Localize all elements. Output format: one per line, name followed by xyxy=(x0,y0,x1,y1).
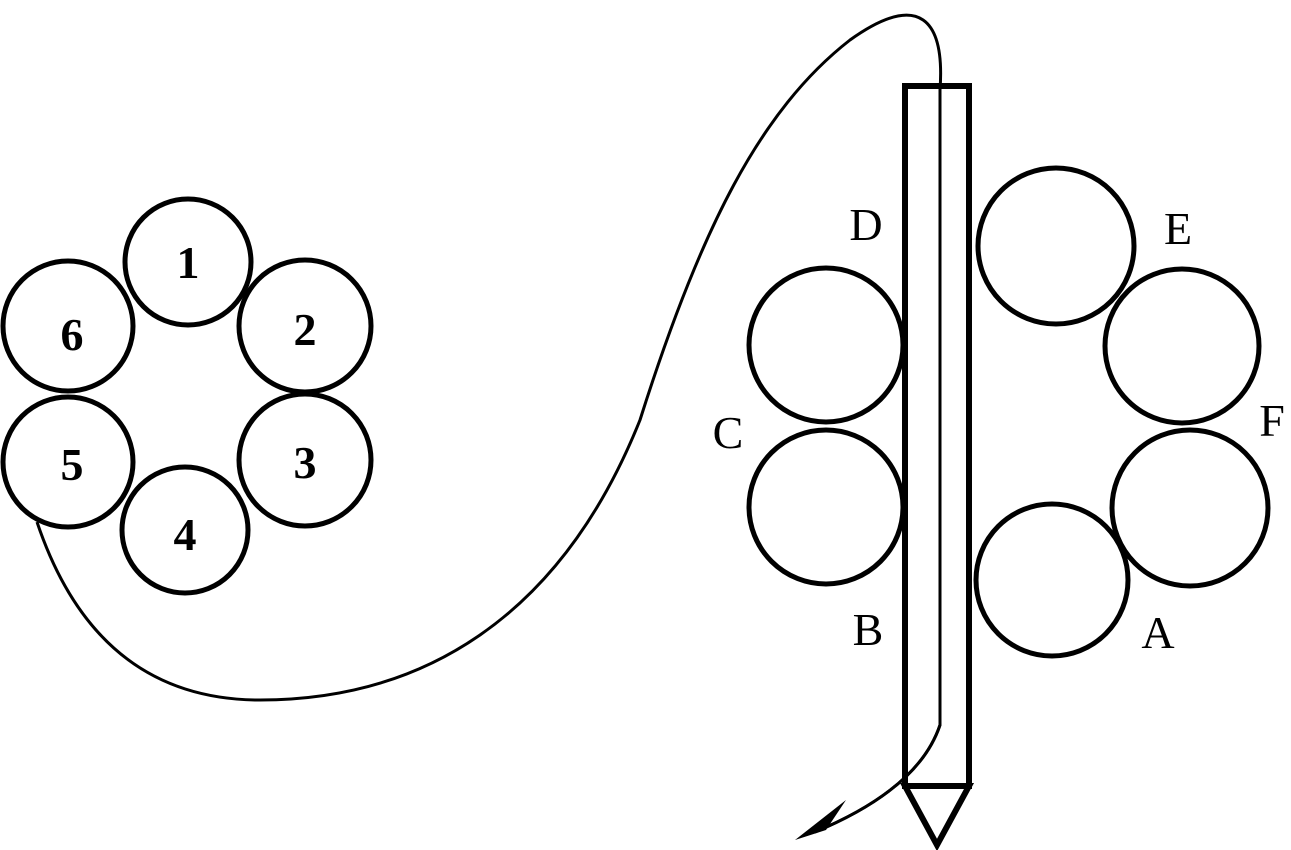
thread-through-needle xyxy=(814,90,942,834)
left-circle-6 xyxy=(0,258,136,394)
right-circle-e xyxy=(975,165,1137,327)
left-circle-3 xyxy=(236,391,374,529)
right-circle-d xyxy=(746,265,906,425)
label-e: E xyxy=(1164,203,1192,254)
circle-number-2: 2 xyxy=(294,304,317,355)
needle-shaft xyxy=(902,83,972,789)
circle-number-5: 5 xyxy=(61,439,84,490)
thread-arrowhead xyxy=(795,800,846,840)
circle-number-6: 6 xyxy=(61,309,84,360)
right-circle-f-lower xyxy=(1109,427,1271,589)
label-f: F xyxy=(1259,395,1285,446)
left-circle-1 xyxy=(122,196,254,328)
label-c: C xyxy=(713,407,744,458)
needle xyxy=(899,83,975,850)
left-circle-4 xyxy=(119,464,251,596)
right-circle-group xyxy=(746,165,1271,659)
right-circle-a xyxy=(973,501,1131,659)
thread-curve xyxy=(35,13,943,834)
right-circle-f xyxy=(1102,266,1262,426)
label-a: A xyxy=(1141,607,1174,658)
left-circle-group: 1 2 3 4 5 6 xyxy=(0,196,374,596)
right-circle-b xyxy=(746,427,906,587)
needle-tip xyxy=(899,783,975,850)
label-b: B xyxy=(853,604,884,655)
circle-number-1: 1 xyxy=(177,237,200,288)
circle-number-3: 3 xyxy=(294,437,317,488)
label-d: D xyxy=(849,199,882,250)
circle-number-4: 4 xyxy=(174,509,197,560)
left-circle-5 xyxy=(0,394,136,530)
